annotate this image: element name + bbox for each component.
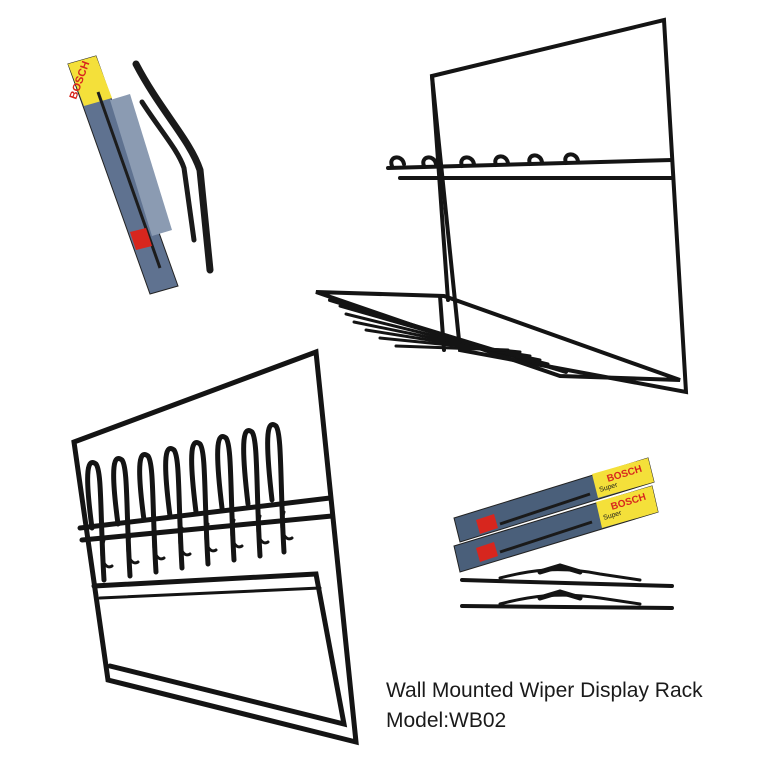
product-caption: Wall Mounted Wiper Display Rack Model:WB… (386, 676, 703, 736)
bosch-super-package-2: BOSCH Super (453, 485, 659, 573)
flat-wiper-blade (132, 60, 214, 274)
bosch-super-package-1: BOSCH Super (453, 457, 655, 543)
product-model: Model:WB02 (386, 709, 507, 732)
angled-rack-with-tray (315, 17, 689, 395)
boxed-wiper-blade-package: BOSCH (67, 55, 179, 295)
product-title: Wall Mounted Wiper Display Rack (386, 679, 703, 702)
front-rack-with-hooks (71, 348, 359, 746)
frame-wiper-blades (460, 563, 674, 610)
